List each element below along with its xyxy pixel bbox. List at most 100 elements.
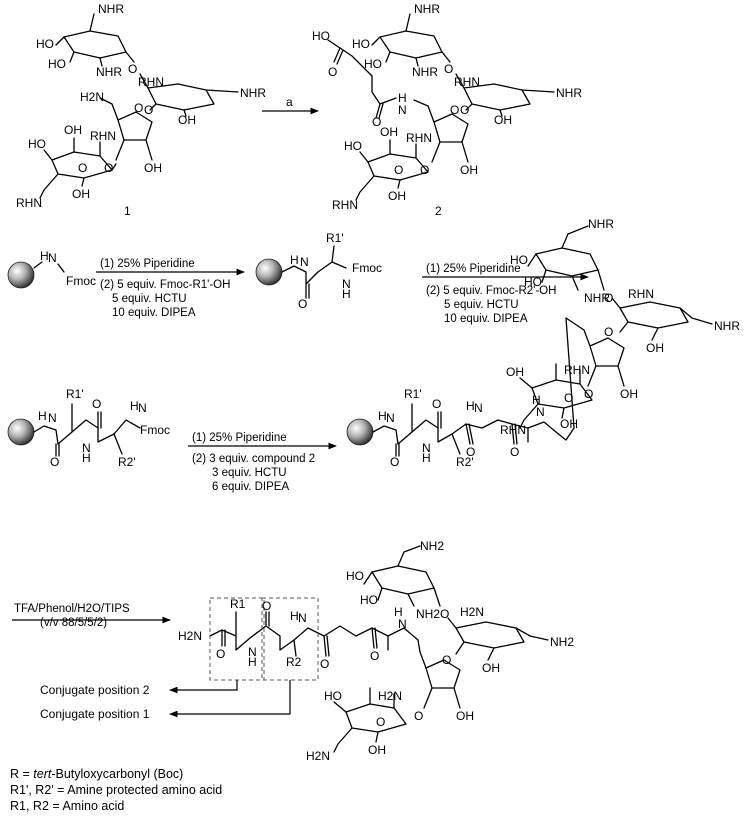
group-rhn: RHN: [138, 75, 164, 89]
substituent-r1: R1: [230, 597, 246, 611]
group-o: O: [414, 709, 423, 723]
group-h2n: H2N: [80, 90, 104, 104]
group-oh: OH: [368, 743, 386, 757]
group-o: O: [298, 297, 307, 311]
group-nh2: NH2: [416, 607, 440, 621]
group-nhr: NHR: [588, 217, 614, 231]
group-n: N: [386, 411, 395, 425]
group-nhr: NHR: [412, 65, 438, 79]
compound-2-structure: [327, 13, 555, 201]
compound-1-structure: [39, 13, 239, 199]
group-rhn: RHN: [406, 131, 432, 145]
group-o: O: [144, 103, 153, 117]
conjugate-box-1: [261, 597, 319, 681]
group-o: O: [134, 101, 143, 115]
group-o: O: [432, 397, 441, 411]
group-n: N: [48, 411, 57, 425]
group-nhr: NHR: [240, 86, 266, 100]
step5-cond2: (v/v 88/5/5/2): [40, 617, 107, 629]
aminoglycoside-row4: [333, 545, 549, 753]
group-rhn: RHN: [628, 287, 654, 301]
group-h2n: H2N: [178, 629, 202, 643]
group-nhr: NHR: [584, 291, 610, 305]
step4-cond1: (1) 25% Piperidine: [192, 432, 287, 444]
group-rhn: RHN: [500, 423, 526, 437]
group-o: O: [376, 715, 385, 729]
group-o: O: [262, 599, 271, 613]
group-o: O: [370, 649, 379, 663]
resin-bead: [7, 418, 35, 446]
group-o: O: [394, 163, 403, 177]
group-o: O: [320, 657, 329, 671]
group-n: N: [248, 645, 257, 659]
group-fmoc: Fmoc: [352, 261, 382, 275]
group-h: H: [342, 287, 351, 301]
resin-bead: [346, 418, 374, 446]
legend: R = tert-Butyloxycarbonyl (Boc) R1', R2'…: [10, 766, 222, 814]
group-ho: HO: [312, 29, 330, 43]
group-ho: HO: [524, 275, 542, 289]
group-o: O: [604, 325, 613, 339]
group-oh: OH: [460, 163, 478, 177]
group-oh: OH: [494, 113, 512, 127]
group-o: O: [372, 115, 381, 129]
group-h: H: [290, 609, 299, 623]
conjugate-position-1: Conjugate position 1: [40, 707, 150, 721]
step2-cond3: 5 equiv. HCTU: [112, 293, 187, 305]
group-h2n: H2N: [378, 689, 402, 703]
group-oh: OH: [380, 125, 398, 139]
step2-cond4: 10 equiv. DIPEA: [112, 307, 196, 319]
aminoglycoside-row3: [519, 225, 713, 441]
group-nhr: NHR: [556, 86, 582, 100]
group-n: N: [298, 611, 307, 625]
reagent-label: a: [286, 95, 293, 109]
group-rhn: RHN: [564, 363, 590, 377]
group-o: O: [50, 455, 59, 469]
group-ho: HO: [360, 593, 378, 607]
substituent-r2p: R2': [456, 455, 474, 469]
group-ho: HO: [36, 37, 54, 51]
step3-cond1: (1) 25% Piperidine: [426, 263, 521, 275]
group-n: N: [82, 441, 91, 455]
step2-cond2: (2) 5 equiv. Fmoc-R1'-OH: [100, 279, 230, 291]
group-o: O: [564, 391, 573, 405]
group-o: O: [510, 445, 519, 459]
conjugate-position-2: Conjugate position 2: [40, 683, 150, 697]
step4-cond3: 3 equiv. HCTU: [212, 467, 287, 479]
group-ho: HO: [346, 569, 364, 583]
group-oh: OH: [560, 417, 578, 431]
group-h: H: [378, 409, 387, 423]
group-o: O: [390, 455, 399, 469]
group-nh2: NH2: [420, 539, 444, 553]
legend-line-2: R1', R2' = Amine protected amino acid: [10, 783, 223, 797]
group-oh: OH: [64, 123, 82, 137]
group-h: H: [40, 249, 49, 263]
group-o: O: [466, 445, 475, 459]
group-fmoc: Fmoc: [66, 274, 96, 288]
substituent-r1p: R1': [326, 231, 344, 245]
group-o: O: [460, 103, 469, 117]
group-o: O: [328, 65, 337, 79]
substituent-r2: R2: [286, 655, 302, 669]
group-fmoc: Fmoc: [140, 423, 170, 437]
group-h: H: [130, 399, 139, 413]
group-h: H: [422, 451, 431, 465]
group-oh: OH: [482, 661, 500, 675]
group-n: N: [422, 441, 431, 455]
group-o: O: [450, 103, 459, 117]
group-h: H: [398, 91, 407, 105]
group-ho: HO: [48, 57, 66, 71]
group-n: N: [342, 277, 351, 291]
group-rhn: RHN: [90, 129, 116, 143]
group-h: H: [394, 605, 403, 619]
group-oh: OH: [388, 189, 406, 203]
group-o: O: [420, 163, 429, 177]
group-ho: HO: [28, 137, 46, 151]
step3-cond3: 5 equiv. HCTU: [444, 299, 519, 311]
group-ho: HO: [352, 37, 370, 51]
group-o: O: [128, 62, 137, 76]
step5-cond1: TFA/Phenol/H2O/TIPS: [14, 603, 130, 615]
group-oh: OH: [646, 341, 664, 355]
group-oh: OH: [72, 187, 90, 201]
group-o: O: [442, 653, 451, 667]
